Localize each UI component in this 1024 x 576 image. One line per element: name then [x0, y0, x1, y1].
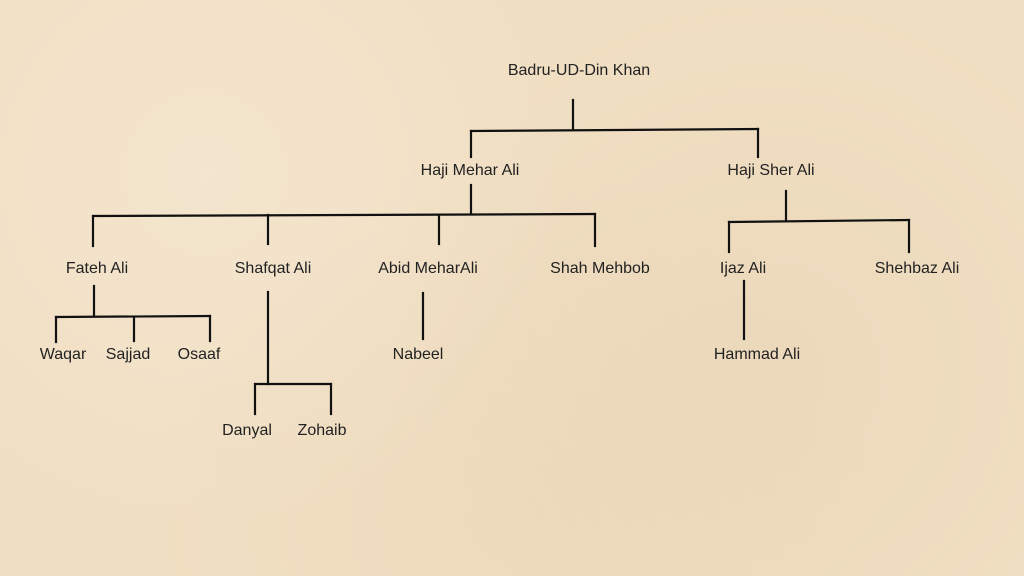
node-hammad-ali: Hammad Ali — [713, 346, 801, 363]
node-ijaz-ali: Ijaz Ali — [719, 260, 767, 277]
node-sajjad: Sajjad — [105, 346, 151, 363]
node-fateh-ali: Fateh Ali — [65, 260, 129, 277]
connector-sher-children-bar — [727, 218, 911, 224]
connector-lines — [54, 98, 911, 416]
node-haji-sher-ali: Haji Sher Ali — [727, 162, 815, 179]
node-abid-meharali: Abid MeharAli — [378, 260, 478, 277]
connector-gen1-bar — [469, 127, 760, 133]
node-shafqat-ali: Shafqat Ali — [234, 260, 312, 277]
node-shehbaz-ali: Shehbaz Ali — [874, 260, 960, 277]
connector-mehar-children-bar — [91, 212, 597, 218]
node-badru-ud-din-khan: Badru-UD-Din Khan — [507, 62, 651, 79]
node-shah-mehbob: Shah Mehbob — [550, 260, 650, 277]
node-nabeel: Nabeel — [392, 346, 444, 363]
node-waqar: Waqar — [39, 346, 87, 363]
node-danyal: Danyal — [222, 422, 272, 439]
node-osaaf: Osaaf — [177, 346, 221, 363]
node-zohaib: Zohaib — [297, 422, 347, 439]
node-haji-mehar-ali: Haji Mehar Ali — [420, 162, 520, 179]
